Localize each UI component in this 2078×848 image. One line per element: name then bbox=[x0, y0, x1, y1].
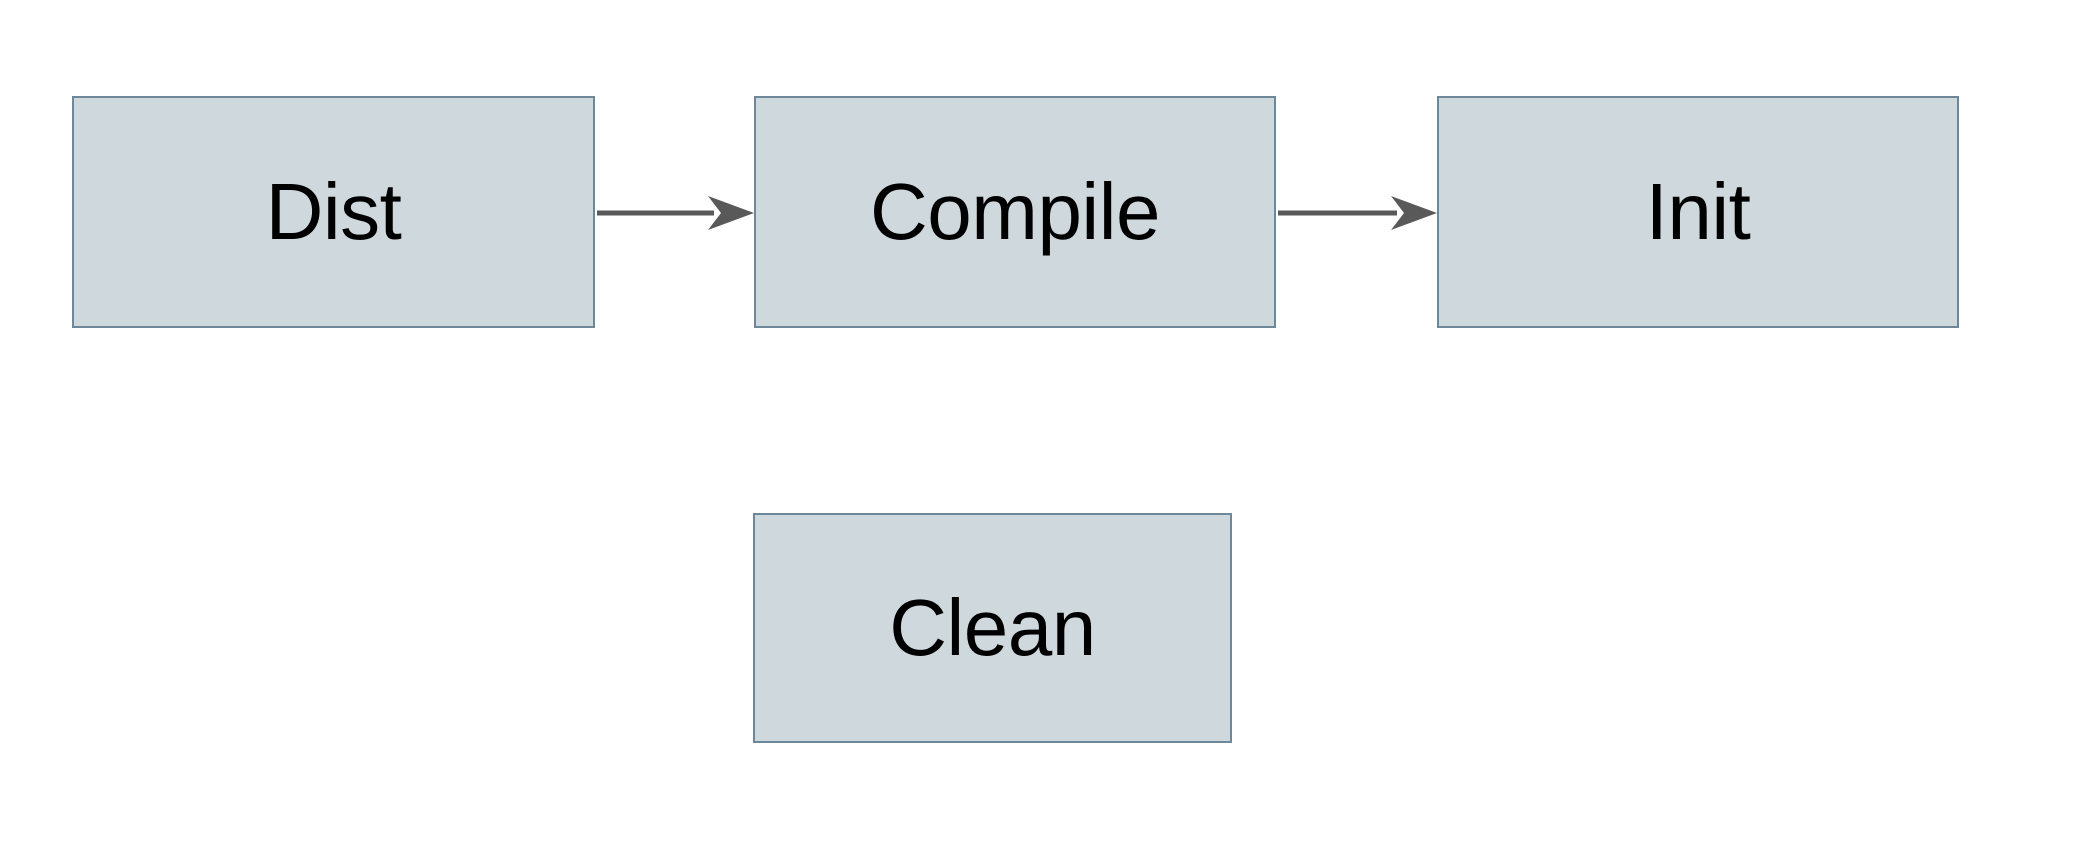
node-dist[interactable]: Dist bbox=[72, 96, 595, 328]
edge-dist-to-compile[interactable] bbox=[597, 193, 754, 233]
node-clean[interactable]: Clean bbox=[753, 513, 1232, 743]
node-compile[interactable]: Compile bbox=[754, 96, 1276, 328]
node-clean-label: Clean bbox=[889, 583, 1096, 672]
node-compile-label: Compile bbox=[870, 167, 1160, 256]
arrow-icon bbox=[597, 196, 754, 230]
node-init-label: Init bbox=[1645, 167, 1751, 256]
node-dist-label: Dist bbox=[265, 167, 402, 256]
edge-compile-to-init[interactable] bbox=[1278, 193, 1437, 233]
node-init[interactable]: Init bbox=[1437, 96, 1959, 328]
arrow-icon bbox=[1278, 196, 1437, 230]
